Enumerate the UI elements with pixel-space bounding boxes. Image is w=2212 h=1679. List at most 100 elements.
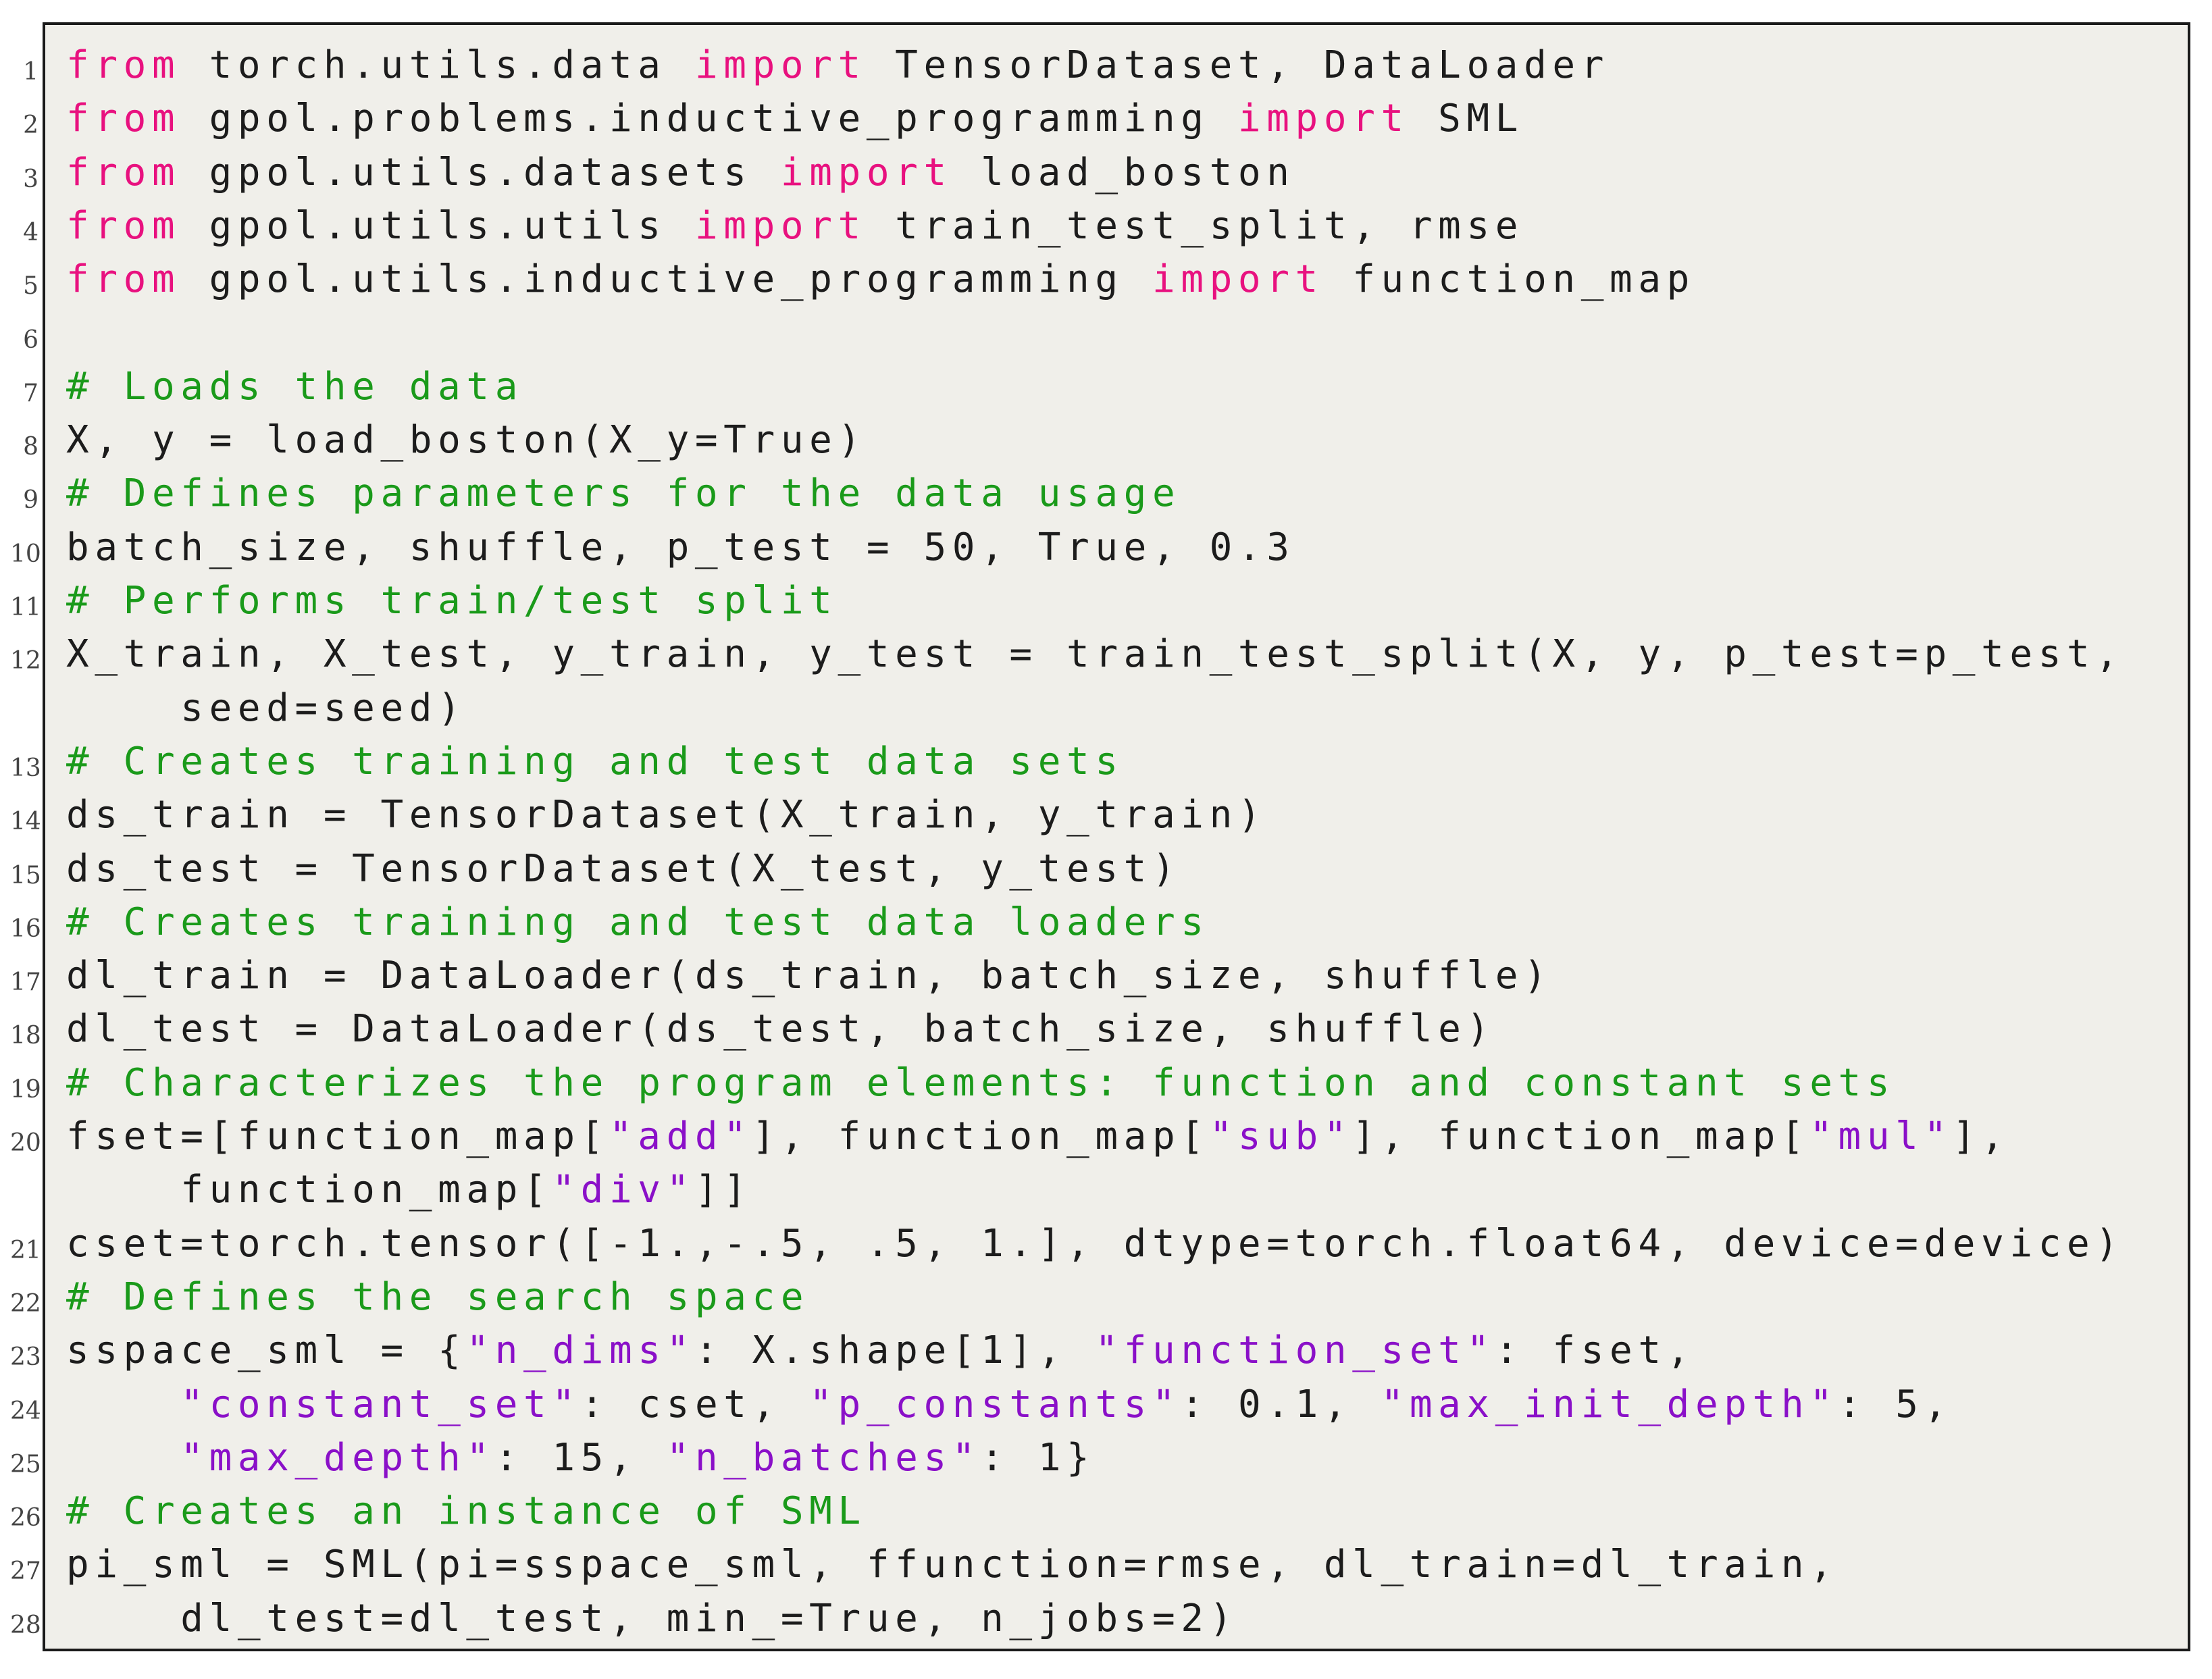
keyword-token: from [66, 150, 181, 195]
string-token: "function_set" [1095, 1328, 1495, 1373]
line-number: 27 [10, 1557, 41, 1586]
code-text: # Characterizes the program elements: fu… [66, 1056, 1895, 1110]
code-text: cset=torch.tensor([-1.,-.5, .5, 1.], dty… [66, 1217, 2124, 1270]
code-token: pi_sml = SML(pi=sspace_sml, ffunction=rm… [66, 1543, 1838, 1587]
code-text: "constant_set": cset, "p_constants": 0.1… [66, 1378, 1953, 1431]
code-token: gpol.problems.inductive_programming [180, 97, 1238, 141]
line-number: 15 [10, 861, 41, 889]
code-line: 14 ds_train = TensorDataset(X_train, y_tr… [10, 788, 2188, 842]
code-text: # Creates an instance of SML [66, 1484, 867, 1538]
string-token: "max_depth" [180, 1435, 495, 1480]
code-token: gpol.utils.inductive_programming [180, 257, 1152, 302]
line-number: 4 [23, 218, 38, 247]
line-number: 3 [23, 165, 38, 193]
code-text: # Defines the search space [66, 1270, 809, 1324]
code-token: load_boston [952, 150, 1295, 195]
code-token: ], function_map[ [1352, 1114, 1810, 1158]
code-token: train_test_split, rmse [866, 203, 1524, 248]
line-number: 20 [10, 1129, 41, 1157]
code-text: function_map["div"]] [66, 1163, 752, 1216]
code-text: X, y = load_boston(X_y=True) [66, 413, 867, 467]
keyword-token: import [694, 203, 867, 248]
line-number: 6 [23, 326, 38, 354]
code-token [66, 1383, 180, 1426]
code-text: from torch.utils.data import TensorDatas… [66, 38, 1610, 92]
code-token: : 5, [1838, 1382, 1953, 1426]
code-text: X_train, X_test, y_train, y_test = train… [66, 627, 2124, 681]
code-token: ], [1952, 1114, 2010, 1158]
code-text: seed=seed) [66, 681, 466, 735]
code-line: 3 from gpol.utils.datasets import load_bo… [23, 146, 2188, 199]
code-line: 11# Performs train/test split [10, 574, 2188, 627]
line-number: 2 [23, 111, 38, 140]
code-line: 4 from gpol.utils.utils import train_test… [23, 199, 2188, 253]
comment-token: # Defines the search space [66, 1274, 810, 1319]
keyword-token: from [66, 43, 181, 87]
code-text: pi_sml = SML(pi=sspace_sml, ffunction=rm… [66, 1538, 1838, 1591]
code-line: 28 dl_test=dl_test, min_=True, n_jobs=2) [10, 1592, 2188, 1645]
code-token: : 0.1, [1181, 1382, 1381, 1426]
code-token: dl_test = DataLoader(ds_test, batch_size… [66, 1007, 1495, 1052]
code-text: dl_test = DataLoader(ds_test, batch_size… [66, 1002, 1495, 1056]
code-listing: 1 from torch.utils.data import TensorData… [10, 22, 2190, 1651]
line-number: 11 [10, 594, 41, 621]
code-token: SML [1409, 97, 1524, 141]
code-token: : cset, [580, 1382, 810, 1426]
code-line: 8 X, y = load_boston(X_y=True) [23, 413, 2188, 467]
code-line: 7# Loads the data [23, 360, 2188, 413]
string-token: "max_init_depth" [1381, 1382, 1838, 1426]
code-token: gpol.utils.utils [180, 203, 695, 248]
code-line: 25 "max_depth": 15, "n_batches": 1} [10, 1431, 2188, 1484]
code-line: 9# Defines parameters for the data usage [23, 467, 2188, 520]
string-token: "add" [609, 1114, 752, 1158]
code-token: gpol.utils.datasets [180, 150, 781, 195]
line-number: 10 [10, 540, 41, 568]
code-token [66, 1436, 180, 1480]
keyword-token: import [694, 43, 867, 87]
code-token: TensorDataset, DataLoader [866, 43, 1610, 87]
code-text: dl_train = DataLoader(ds_train, batch_si… [66, 949, 1552, 1002]
line-number: 28 [10, 1611, 41, 1639]
line-number: 1 [23, 58, 38, 86]
code-token: X_train, X_test, y_train, y_test = train… [66, 632, 2124, 677]
code-line: 2 from gpol.problems.inductive_programmin… [23, 92, 2188, 145]
line-number: 19 [10, 1075, 41, 1104]
code-line: 27 pi_sml = SML(pi=sspace_sml, ffunction=… [10, 1538, 2188, 1591]
code-token: X, y = load_boston(X_y=True) [66, 418, 867, 463]
keyword-token: from [66, 97, 181, 141]
code-line: 1 from torch.utils.data import TensorData… [23, 38, 2188, 92]
code-line: seed=seed) [45, 681, 2188, 735]
code-token: torch.utils.data [180, 43, 695, 87]
code-text: # Creates training and test data loaders [66, 896, 1210, 949]
comment-token: # Creates training and test data sets [66, 739, 1124, 783]
line-number: 5 [23, 272, 38, 301]
string-token: "sub" [1209, 1114, 1353, 1158]
code-text: ds_test = TensorDataset(X_test, y_test) [66, 842, 1181, 896]
line-number: 24 [10, 1397, 41, 1425]
string-token: "p_constants" [809, 1382, 1181, 1426]
code-token: ds_test = TensorDataset(X_test, y_test) [66, 846, 1181, 891]
string-token: "mul" [1809, 1114, 1953, 1158]
line-number: 14 [10, 808, 41, 836]
code-line: 26# Creates an instance of SML [10, 1484, 2188, 1538]
code-line: 15 ds_test = TensorDataset(X_test, y_test… [10, 842, 2188, 896]
keyword-token: import [780, 150, 952, 195]
code-text: from gpol.utils.datasets import load_bos… [66, 146, 1295, 199]
code-text: # Creates training and test data sets [66, 735, 1124, 788]
code-line: 6 [23, 307, 2188, 360]
line-number: 8 [23, 433, 38, 461]
code-token: dl_train = DataLoader(ds_train, batch_si… [66, 954, 1553, 998]
code-text: ds_train = TensorDataset(X_train, y_trai… [66, 788, 1266, 842]
code-text: from gpol.problems.inductive_programming… [66, 92, 1524, 145]
code-text: dl_test=dl_test, min_=True, n_jobs=2) [66, 1592, 1238, 1645]
code-line: 13 # Creates training and test data sets [10, 735, 2188, 788]
code-text: # Loads the data [66, 360, 523, 413]
keyword-token: from [66, 203, 181, 248]
line-number: 13 [10, 754, 41, 782]
keyword-token: import [1152, 257, 1324, 302]
code-token: ]] [694, 1168, 752, 1212]
line-number: 16 [10, 914, 41, 943]
